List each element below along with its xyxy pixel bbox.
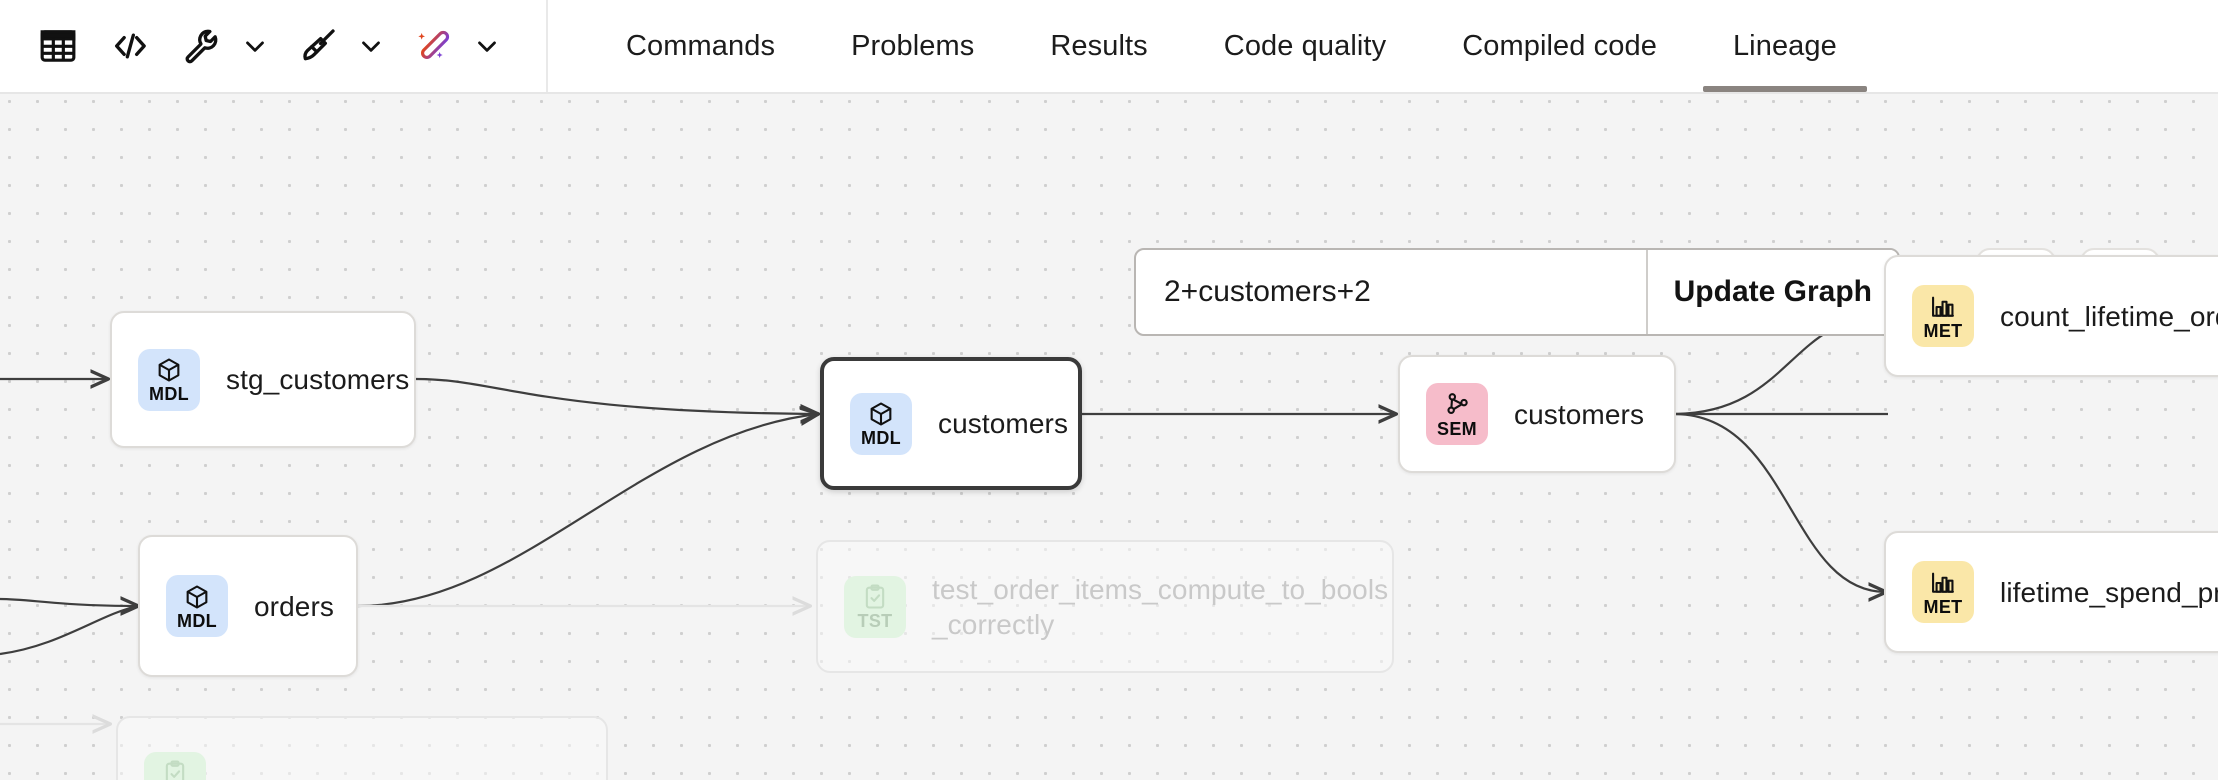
node-type-code: MDL xyxy=(861,428,901,448)
tab-results[interactable]: Results xyxy=(1012,0,1185,92)
broom-icon xyxy=(298,26,338,66)
code-view-icon xyxy=(110,26,150,66)
tab-bar: Commands Problems Results Code quality C… xyxy=(548,0,2218,92)
node-type-code: TST xyxy=(857,611,893,631)
node-label: customers xyxy=(938,408,1069,439)
table-view-button[interactable] xyxy=(22,12,94,80)
ai-assist-button[interactable] xyxy=(398,12,470,80)
bar-chart-icon xyxy=(1929,569,1957,597)
tab-label: Code quality xyxy=(1223,29,1387,62)
tools-button[interactable] xyxy=(166,12,238,80)
tab-label: Lineage xyxy=(1732,29,1837,62)
tools-chevron-down-icon[interactable] xyxy=(238,31,282,61)
editor-tool-group xyxy=(0,0,548,92)
lineage-search-bar: Update Graph xyxy=(1134,248,1900,336)
tab-lineage[interactable]: Lineage xyxy=(1695,0,1875,92)
graph-icon xyxy=(1443,391,1471,419)
format-chevron-down-icon[interactable] xyxy=(354,31,398,61)
lineage-canvas[interactable]: Update Graph xyxy=(0,94,2218,780)
lineage-node-customers-semantic[interactable]: SEM customers xyxy=(1398,355,1676,473)
tab-code-quality[interactable]: Code quality xyxy=(1186,0,1424,92)
tab-label: Results xyxy=(1050,29,1148,62)
ai-assist-chevron-down-icon[interactable] xyxy=(470,31,514,61)
node-type-badge-met: MET xyxy=(1912,561,1974,623)
lineage-node-customers-model[interactable]: MDL customers xyxy=(820,357,1082,490)
node-type-badge-mdl: MDL xyxy=(166,575,228,637)
node-type-badge-mdl: MDL xyxy=(138,348,200,411)
node-type-badge-tst: TST xyxy=(144,751,206,780)
lineage-node-lifetime-spend-pretax[interactable]: MET lifetime_spend_preta xyxy=(1884,531,2218,653)
node-type-code: MDL xyxy=(177,610,217,631)
format-button[interactable] xyxy=(282,12,354,80)
node-label: stg_customers xyxy=(226,364,410,395)
node-type-badge-sem: SEM xyxy=(1426,383,1488,445)
clipboard-check-icon xyxy=(161,759,189,780)
node-label: orders xyxy=(254,590,334,622)
magic-wand-icon xyxy=(414,26,454,66)
cube-icon xyxy=(867,400,895,428)
node-type-code: SEM xyxy=(1437,418,1477,439)
lineage-node-stg-customers[interactable]: MDL stg_customers xyxy=(110,311,416,448)
tab-compiled-code[interactable]: Compiled code xyxy=(1424,0,1695,92)
node-type-badge-met: MET xyxy=(1912,285,1974,347)
lineage-node-count-lifetime-orders[interactable]: MET count_lifetime_order xyxy=(1884,255,2218,377)
tab-label: Problems xyxy=(851,29,975,62)
tab-commands[interactable]: Commands xyxy=(588,0,813,92)
cube-icon xyxy=(183,583,211,611)
cube-icon xyxy=(155,356,183,384)
node-type-badge-mdl: MDL xyxy=(850,392,912,455)
update-graph-button[interactable]: Update Graph xyxy=(1645,250,1898,334)
node-label: lifetime_spend_preta xyxy=(2000,576,2218,608)
clipboard-check-icon xyxy=(861,583,889,611)
node-type-code: MDL xyxy=(149,384,189,404)
node-label: test_order_items_compute_to_bools _corre… xyxy=(932,573,1389,640)
top-toolbar: Commands Problems Results Code quality C… xyxy=(0,0,2218,94)
lineage-search-input[interactable] xyxy=(1136,250,1646,334)
node-type-badge-tst: TST xyxy=(844,575,906,638)
bar-chart-icon xyxy=(1929,293,1957,321)
node-label: count_lifetime_order xyxy=(2000,300,2218,332)
lineage-node-orders[interactable]: MDL orders xyxy=(138,535,358,677)
node-type-code: MET xyxy=(1923,320,1963,341)
code-view-button[interactable] xyxy=(94,12,166,80)
node-type-code: MET xyxy=(1923,596,1963,617)
tab-problems[interactable]: Problems xyxy=(813,0,1012,92)
wrench-icon xyxy=(182,26,222,66)
tab-label: Compiled code xyxy=(1462,29,1657,62)
node-label: customers xyxy=(1514,398,1645,430)
lineage-node-test-order-items[interactable]: TST test_order_items_compute_to_bools _c… xyxy=(816,540,1394,673)
tab-label: Commands xyxy=(626,29,776,62)
table-view-icon xyxy=(38,26,78,66)
lineage-node-test-partial[interactable]: TST xyxy=(116,716,608,780)
